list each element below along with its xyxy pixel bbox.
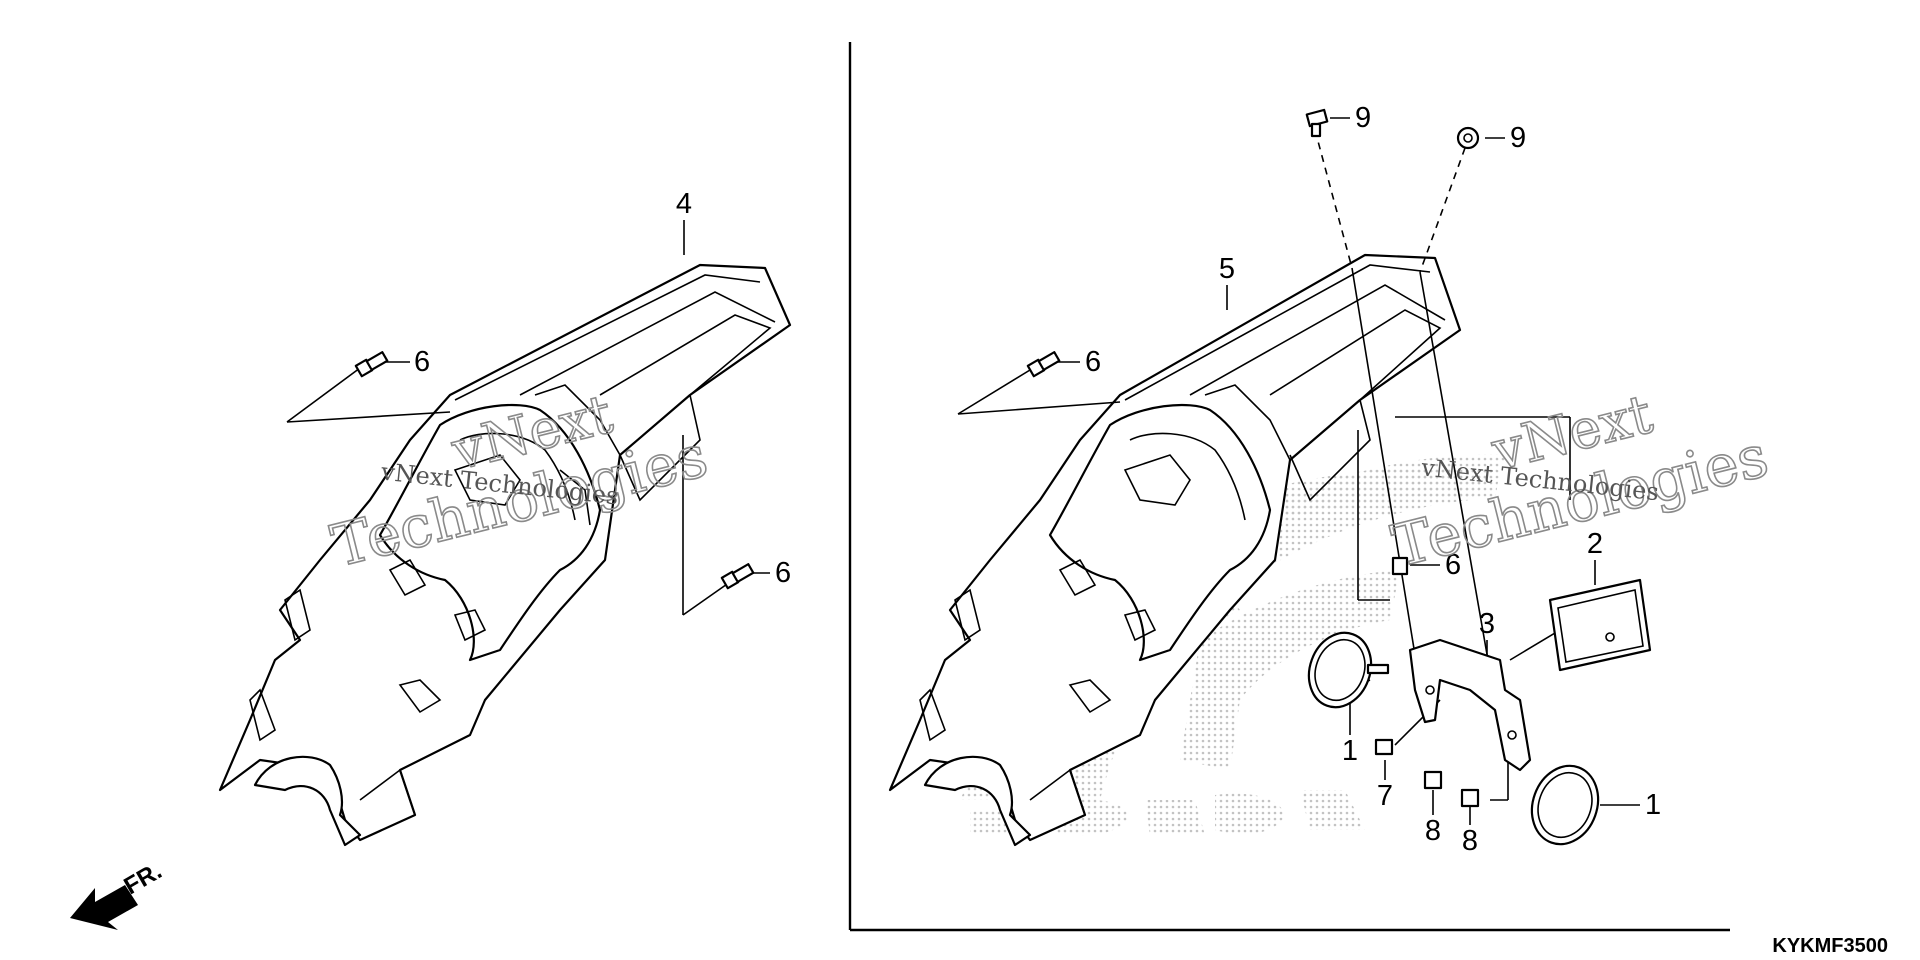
callout-right-1a: 1 (1342, 735, 1358, 767)
bolt-9-right-b (1456, 126, 1480, 150)
callout-right-1b: 1 (1645, 789, 1661, 821)
nut-part-8-a (1423, 770, 1443, 790)
callout-left-4: 4 (676, 188, 692, 220)
diagram-code: KYKMF3500 (1772, 935, 1888, 957)
rear-fender-part-5 (888, 253, 1462, 847)
callout-right-6a: 6 (1085, 346, 1101, 378)
rear-fender-part-4 (218, 263, 792, 847)
callout-left-6b: 6 (775, 557, 791, 589)
callout-right-5: 5 (1219, 253, 1235, 285)
bolt-6-left-a (354, 351, 389, 378)
right-panel-frame (848, 42, 1730, 932)
nut-6-bracket (1391, 556, 1409, 576)
bolt-6-right-a (1026, 351, 1061, 378)
nut-part-7 (1374, 738, 1394, 756)
callout-left-6a: 6 (414, 346, 430, 378)
right-leader-lines (957, 117, 1640, 825)
bolt-9-right-a (1305, 108, 1329, 138)
bolt-6-left-b (720, 563, 755, 590)
callout-right-9a: 9 (1355, 102, 1371, 134)
callout-right-6b: 6 (1445, 549, 1461, 581)
nut-part-8-b (1460, 788, 1480, 808)
reflector-part-1-left (1307, 631, 1390, 709)
callout-right-7: 7 (1377, 780, 1393, 812)
reflector-part-1-right (1530, 764, 1600, 846)
callout-right-3: 3 (1479, 608, 1495, 640)
callout-right-2: 2 (1587, 528, 1603, 560)
callout-right-8a: 8 (1425, 815, 1441, 847)
bracket-part-3 (1408, 638, 1532, 772)
callout-right-9b: 9 (1510, 122, 1526, 154)
front-direction-arrow: FR. (70, 857, 166, 930)
license-plate-part-2 (1548, 578, 1652, 672)
callout-right-8b: 8 (1462, 825, 1478, 857)
